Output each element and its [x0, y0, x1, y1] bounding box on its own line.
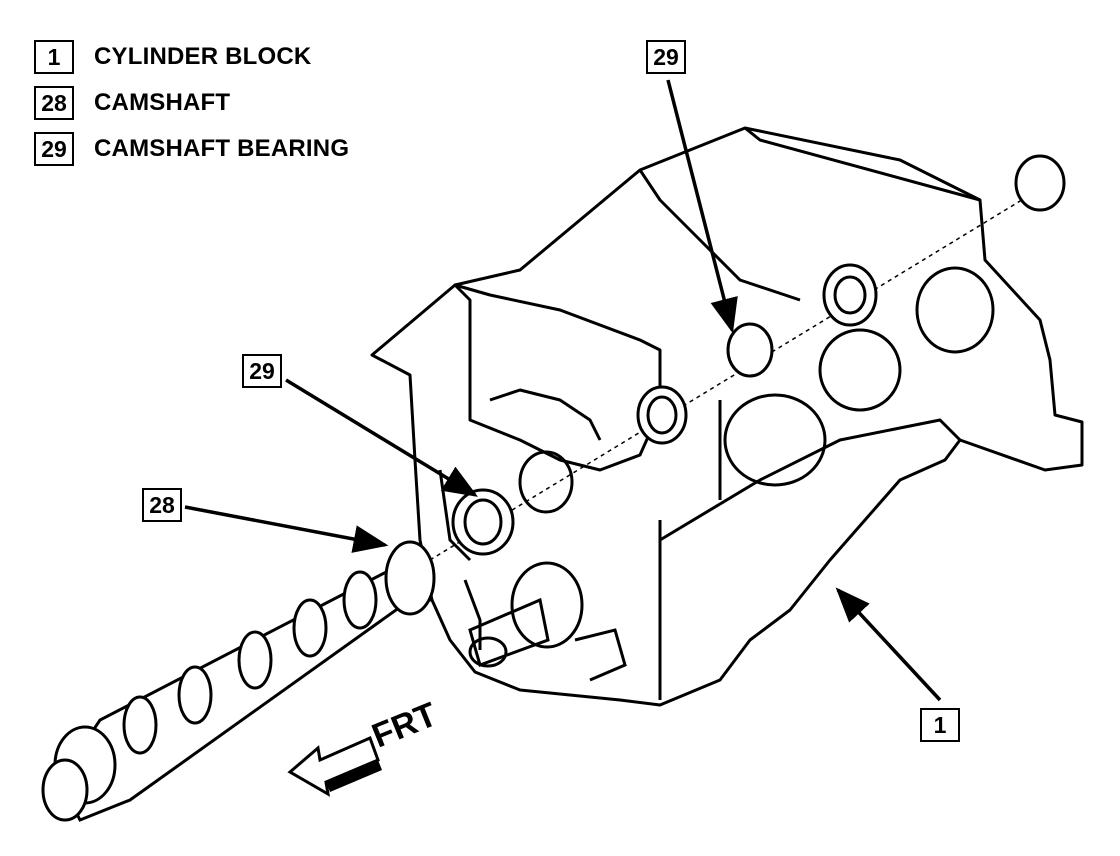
camshaft: [41, 540, 436, 822]
callout-bearing-rear: 29: [646, 40, 686, 74]
legend-number: 28: [34, 86, 74, 120]
legend-row-camshaft: 28 CAMSHAFT: [34, 80, 349, 126]
parts-legend: 1 CYLINDER BLOCK 28 CAMSHAFT 29 CAMSHAFT…: [34, 34, 349, 172]
front-drive-housing: [468, 561, 627, 682]
bearing-bores: [518, 450, 574, 514]
legend-number: 1: [34, 40, 74, 74]
arrow-block: [835, 587, 942, 702]
front-direction-label: FRT: [367, 695, 443, 755]
legend-label: CYLINDER BLOCK: [94, 43, 312, 70]
leader-arrows: [184, 79, 942, 702]
arrow-bearing-front: [285, 378, 478, 497]
camshaft-axis-line: [429, 194, 1031, 561]
front-direction-arrow-icon: [287, 735, 382, 797]
legend-label: CAMSHAFT: [94, 89, 231, 116]
legend-row-camshaft-bearing: 29 CAMSHAFT BEARING: [34, 126, 349, 172]
callout-camshaft: 28: [142, 488, 182, 522]
legend-row-cylinder-block: 1 CYLINDER BLOCK: [34, 34, 349, 80]
arrow-bearing-rear: [666, 79, 738, 334]
callout-block: 1: [920, 708, 960, 742]
camshaft-bearings: [451, 154, 1066, 556]
legend-number: 29: [34, 132, 74, 166]
legend-label: CAMSHAFT BEARING: [94, 135, 350, 162]
cylinder-block: [370, 126, 1084, 707]
callout-bearing-front: 29: [242, 354, 282, 388]
arrow-camshaft: [184, 505, 389, 553]
